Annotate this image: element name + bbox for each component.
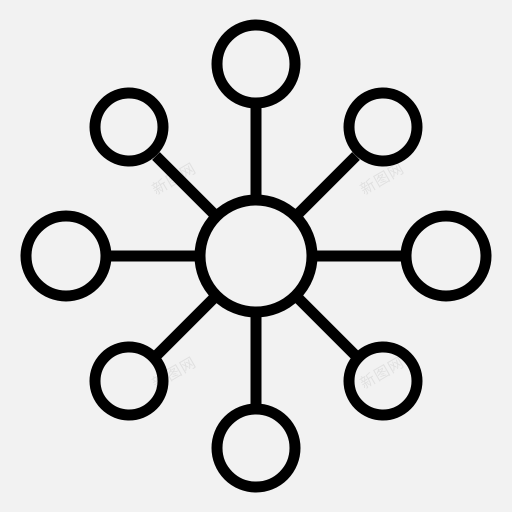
- node-top-right: [343, 87, 423, 167]
- node-left: [20, 210, 112, 302]
- node-top: [211, 19, 301, 109]
- node-bottom-right: [343, 341, 423, 421]
- hub-node: [194, 194, 318, 318]
- spoke-top-left: [152, 152, 218, 218]
- node-right: [400, 210, 492, 302]
- spoke-top-right: [294, 152, 360, 218]
- spoke-bottom-left: [152, 294, 218, 360]
- node-top-left: [89, 87, 169, 167]
- node-bottom: [211, 403, 301, 493]
- node-bottom-left: [89, 341, 169, 421]
- spoke-bottom-right: [294, 294, 360, 360]
